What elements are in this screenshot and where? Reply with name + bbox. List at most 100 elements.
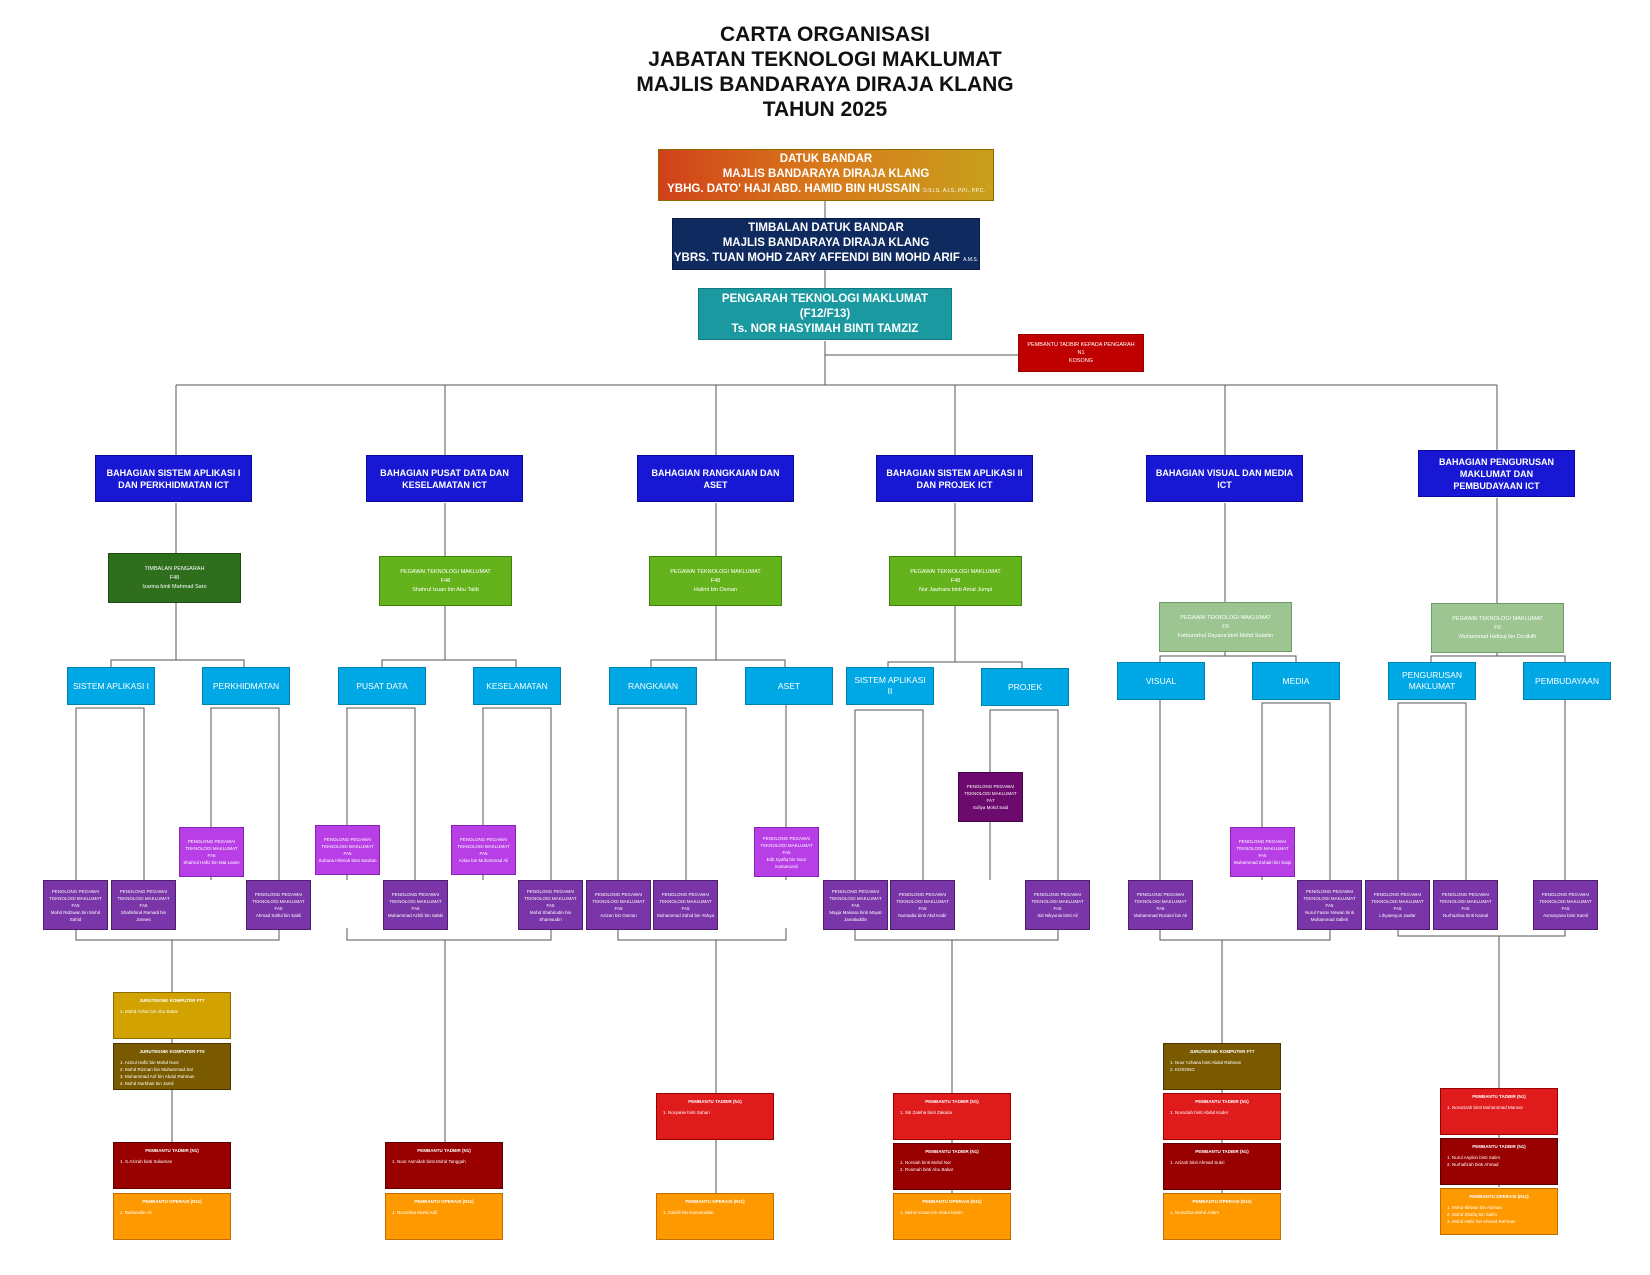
section-1-box: BAHAGIAN SISTEM APLIKASI I DAN PERKHIDMA… <box>95 455 252 502</box>
info-line: 1. Siti Zaleha binti Zakaria <box>900 1110 953 1115</box>
info-title: PEMBANTU TADBIR (N1) <box>1472 1144 1526 1149</box>
unit-rangkaian: RANGKAIAN <box>609 667 697 705</box>
info-title: PEMBANTU OPERASI (N11) <box>142 1199 202 1204</box>
pengarah-name: Ts. NOR HASYIMAH BINTI TAMZIZ <box>731 322 919 335</box>
unit-label: KESELAMATAN <box>486 680 548 691</box>
staff-person: Ahmad Saiful bin Sabli <box>255 913 302 918</box>
staff-role: PENOLONG PEGAWAI TEKNOLOGI MAKLUMAT <box>389 892 442 904</box>
staff-grade: FA5 <box>1258 853 1267 858</box>
unit-label: PENGURUSAN MAKLUMAT <box>1402 670 1462 691</box>
unit-pengurusan-maklumat: PENGURUSAN MAKLUMAT <box>1388 662 1476 700</box>
staff-role: PENOLONG PEGAWAI TEKNOLOGI MAKLUMAT <box>1439 892 1492 904</box>
section-5-lead-title: PEGAWAI TEKNOLOGI MAKLUMAT <box>1180 614 1271 621</box>
staff-role: PENOLONG PEGAWAI TEKNOLOGI MAKLUMAT <box>1134 892 1187 904</box>
info-box: PEMBANTU OPERASI (N11)1. Norazliza Mohd … <box>1163 1193 1281 1240</box>
staff-person: Muhammad Ruzaini bin Ali <box>1133 913 1188 918</box>
info-line: 3. Muhammad Arif bin Abdul Rahman <box>120 1074 195 1079</box>
staff-role: PENOLONG PEGAWAI TEKNOLOGI MAKLUMAT <box>1539 892 1592 904</box>
staff-grade: FA5 <box>1156 906 1165 911</box>
info-title: PEMBANTU OPERASI (N11) <box>922 1199 982 1204</box>
staff-role: PENOLONG PEGAWAI TEKNOLOGI MAKLUMAT <box>321 837 374 849</box>
section-4-lead-grade: F48 <box>950 577 961 584</box>
info-title: PEMBANTU TADBIR (N1) <box>925 1149 979 1154</box>
info-box: PEMBANTU OPERASI (N11)1. Zulkifli bin Ka… <box>656 1193 774 1240</box>
info-box: PEMBANTU OPERASI (N11)1. Mohd Ikhwan bin… <box>1440 1188 1558 1235</box>
unit-sistem-aplikasi-1: SISTEM APLIKASI I <box>67 667 155 705</box>
section-6-lead-grade: F9 <box>1494 624 1501 631</box>
info-line: 2. Nurhafizah binti Ahmad <box>1447 1162 1499 1167</box>
staff-person: Muhammad Zahid bin Yahya <box>656 913 715 918</box>
datuk-bandar-council: MAJLIS BANDARAYA DIRAJA KLANG <box>722 167 930 180</box>
section-3-box: BAHAGIAN RANGKAIAN DAN ASET <box>637 455 794 502</box>
staff-person: Shahrul Hafiz bin Mat Lasim <box>183 860 240 865</box>
section-4-lead-title: PEGAWAI TEKNOLOGI MAKLUMAT <box>910 568 1001 575</box>
staff-grade: FA5 <box>139 902 148 908</box>
info-title: PEMBANTU OPERASI (N11) <box>685 1199 745 1204</box>
unit-perkhidmatan: PERKHIDMATAN <box>202 667 290 705</box>
staff-person: Edit Syafiq bin Noor Kamaruzali <box>766 856 807 869</box>
title-line-3: MAJLIS BANDARAYA DIRAJA KLANG <box>636 73 1014 96</box>
staff-person: Siti Nikyunia binti Ali <box>1037 913 1078 918</box>
staff-grade: FA5 <box>274 906 283 911</box>
info-line: 1. Azizul Hafiz bin Mohd Noor <box>120 1060 180 1065</box>
info-line: 2. Mohd Rizman bin Muhammad Sal <box>120 1067 193 1072</box>
unit-label: ASET <box>777 680 801 691</box>
staff-person: Nurul Fasmi Nirwan binti Muhammad Salleh <box>1304 909 1354 922</box>
info-line: 1. Baharudin Ali <box>120 1210 152 1215</box>
staff-person: Suhana Hilmiah binti Sarduin <box>318 858 377 863</box>
staff-grade: FA5 <box>918 906 927 911</box>
section-2-lead-person: Shahrul Izuan bin Abu Talib <box>412 586 479 593</box>
datuk-bandar-title: DATUK BANDAR <box>779 152 873 165</box>
staff-person: Muhammad Azhili bin Sabki <box>387 913 444 918</box>
section-5-lead-grade: F9 <box>1222 623 1229 630</box>
info-box: PEMBANTU OPERASI (N11) 1. Baharudin Ali <box>113 1193 231 1240</box>
staff-grade: FA5 <box>1325 902 1334 908</box>
section-6-lead-title: PEGAWAI TEKNOLOGI MAKLUMAT <box>1452 615 1543 622</box>
staff-grade: FA5 <box>207 853 216 858</box>
chart-title: CARTA ORGANISASI JABATAN TEKNOLOGI MAKLU… <box>0 22 1650 122</box>
staff-role: PENOLONG PEGAWAI TEKNOLOGI MAKLUMAT <box>829 888 882 901</box>
info-line: 1. Noor Azhana binti Abdul Rahman <box>1170 1060 1242 1065</box>
info-box: PEMBANTU OPERASI (N11)1. Mohd Azuan bin … <box>893 1193 1011 1240</box>
staff-grade: FA5 <box>1561 906 1570 911</box>
section-2-name: BAHAGIAN PUSAT DATA DAN KESELAMATAN ICT <box>380 467 509 490</box>
staff-grade: FA5 <box>782 849 791 855</box>
section-5-lead-box: PEGAWAI TEKNOLOGI MAKLUMAT F9 Fathurrahu… <box>1159 602 1292 652</box>
unit-keselamatan: KESELAMATAN <box>473 667 561 705</box>
section-3-lead-person: Halimi bin Osman <box>693 586 738 593</box>
staff-role: PENOLONG PEGAWAI TEKNOLOGI MAKLUMAT <box>592 892 645 904</box>
datuk-bandar-box: DATUK BANDAR MAJLIS BANDARAYA DIRAJA KLA… <box>658 149 994 201</box>
info-title: PEMBANTU OPERASI (N11) <box>1469 1194 1529 1199</box>
staff-role: PENOLONG PEGAWAI TEKNOLOGI MAKLUMAT <box>457 837 510 849</box>
staff-role: PENOLONG PEGAWAI TEKNOLOGI MAKLUMAT <box>896 892 949 904</box>
section-5-lead-person: Fathurrahul Dayana binti Mohd Salahin <box>1177 632 1274 639</box>
info-line: 1. Norsiah binti Mohd Nor <box>900 1160 952 1165</box>
info-box: PEMBANTU TADBIR (N1)1. Noor Asmidah bint… <box>385 1142 503 1189</box>
info-title: PEMBANTU TADBIR (N1) <box>688 1099 742 1104</box>
info-title: PEMBANTU TADBIR (N1) <box>417 1148 471 1153</box>
info-line: 4. Mohd Nurkhair bin Jamil <box>120 1081 174 1086</box>
info-line: 1. Noryanie binti Sahari <box>663 1110 710 1115</box>
staff-person: Azizan bin Osman <box>600 913 637 918</box>
section-1-lead-grade: F48 <box>169 574 180 581</box>
info-box: PEMBANTU TADBIR (N1)1. Azizah binti Ahma… <box>1163 1143 1281 1190</box>
info-line: 3. Mohd Hafiz bin Ahmad Rahman <box>1447 1219 1516 1224</box>
section-1-lead-box: TIMBALAN PENGARAH F48 Izarina binti Mahm… <box>108 553 241 603</box>
info-box: PEMBANTU TADBIR (N1)1. S.Azizah binti Su… <box>113 1142 231 1189</box>
staff-person: Azlan bin Muhammad Ali <box>458 858 509 863</box>
pembantu-pengarah-box: PEMBANTU TADBIR KEPADA PENGARAH N1 KOSON… <box>1018 334 1144 372</box>
staff-role: PENOLONG PEGAWAI TEKNOLOGI MAKLUMAT <box>659 892 712 904</box>
